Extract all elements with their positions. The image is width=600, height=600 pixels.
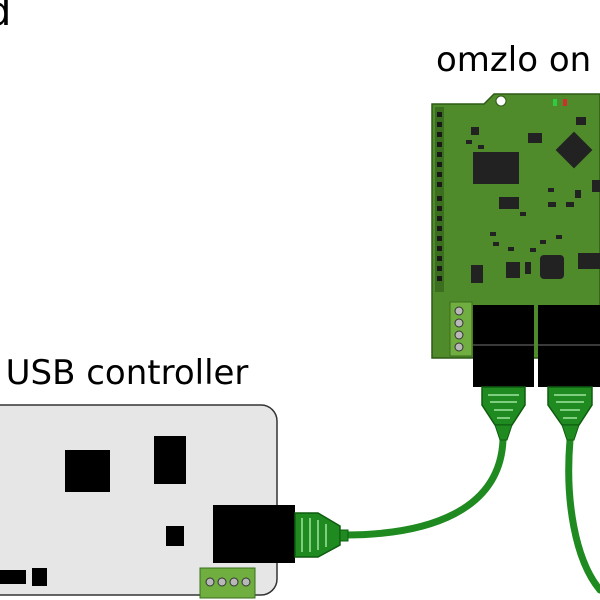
diamond-chip xyxy=(555,131,593,169)
top-label-fragment: d xyxy=(0,0,11,32)
controller-connector xyxy=(0,570,26,584)
usb-controller xyxy=(0,404,295,599)
square-chip xyxy=(540,255,564,279)
mounting-hole xyxy=(495,95,507,107)
omzlo-board xyxy=(431,93,600,387)
controller-part xyxy=(32,568,47,586)
cable-controller-to-board xyxy=(340,436,507,539)
terminal-screws xyxy=(454,306,464,352)
cable-board-down xyxy=(565,436,600,594)
chip-small xyxy=(471,127,479,135)
usb-controller-label: o USB controller xyxy=(0,353,249,393)
board-plug-2 xyxy=(547,386,593,441)
smd-parts xyxy=(466,140,581,274)
chip-small xyxy=(471,265,483,283)
main-chip xyxy=(473,152,519,184)
board-label: omzlo on xyxy=(436,40,592,80)
board-terminal-block xyxy=(449,301,473,357)
chip-small xyxy=(578,253,600,269)
chip-small xyxy=(528,133,542,143)
chip-small xyxy=(576,117,586,125)
led-green xyxy=(553,99,557,106)
controller-body xyxy=(0,404,278,596)
controller-chip-small xyxy=(166,526,184,546)
controller-chip-large xyxy=(65,450,110,492)
chip-small xyxy=(592,180,600,192)
controller-plug xyxy=(294,512,349,558)
controller-jack xyxy=(213,505,295,563)
led-red xyxy=(563,99,567,106)
board-plug-1 xyxy=(481,386,526,441)
header-pins xyxy=(437,112,442,281)
chip-small xyxy=(499,197,519,209)
controller-terminal-screws xyxy=(205,577,251,587)
controller-chip-tall xyxy=(154,436,186,484)
chip-small xyxy=(506,262,520,278)
